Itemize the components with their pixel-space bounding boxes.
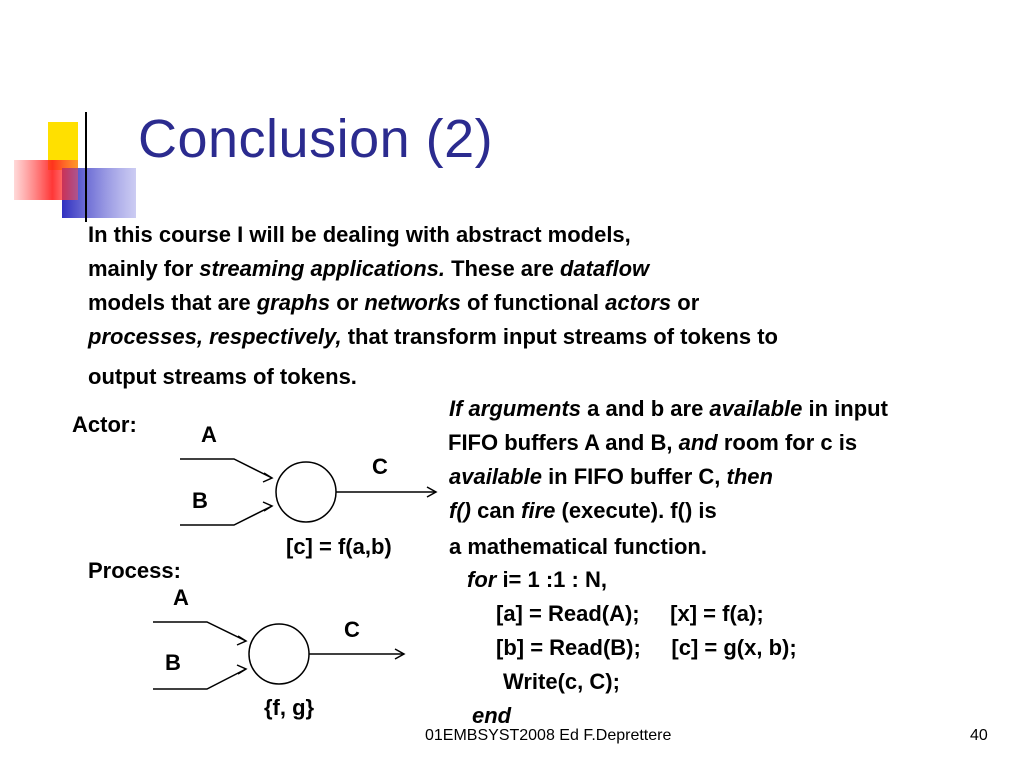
intro-line-1: In this course I will be dealing with ab… [88, 222, 631, 248]
rule-emphasis: available [449, 464, 542, 489]
actor-input-a-arrowhead [262, 472, 274, 483]
intro-text: mainly for [88, 256, 200, 281]
code-line-1: [a] = Read(A); [x] = f(a); [496, 601, 764, 626]
rule-text: a and b are [581, 396, 710, 421]
actor-input-b-label: B [192, 488, 208, 513]
intro-text: or [330, 290, 365, 315]
rule-text: in input [802, 396, 888, 421]
actor-input-b-arrowhead [262, 501, 274, 512]
rule-line-3: available in FIFO buffer C, then [449, 464, 773, 490]
actor-label: Actor: [72, 412, 137, 437]
rule-text: in FIFO buffer C, [541, 464, 727, 489]
process-label: Process: [88, 558, 181, 583]
intro-line-4: processes, respectively, that transform … [88, 324, 778, 350]
rule-emphasis: and [678, 430, 718, 455]
red-square [14, 160, 78, 200]
process-input-a-arrow [153, 621, 247, 642]
code-keyword: end [472, 703, 512, 728]
corner-logo-decoration [14, 112, 1000, 222]
rule-text: room for c is [717, 430, 858, 455]
intro-text: output streams of tokens. [88, 364, 357, 389]
process-input-a-label: A [173, 585, 189, 610]
rule-emphasis: f() [449, 498, 471, 523]
intro-text: models that are [88, 290, 257, 315]
rule-text: (execute). f() is [555, 498, 717, 523]
actor-input-a-label: A [201, 422, 217, 447]
actor-input-b-arrow [180, 505, 273, 526]
actor-function-label: [c] = f(a,b) [286, 534, 392, 559]
footer-text: 01EMBSYST2008 Ed F.Deprettere [425, 727, 672, 744]
rule-text: can [470, 498, 522, 523]
rule-line-2: FIFO buffers A and B, and room for c is [448, 430, 857, 456]
intro-line-5: output streams of tokens. [88, 364, 357, 390]
process-diagram [153, 621, 406, 690]
intro-emphasis: graphs [256, 290, 331, 315]
intro-emphasis: streaming applications. [199, 256, 445, 281]
rule-emphasis: If arguments [449, 396, 582, 421]
intro-text: of functional [460, 290, 606, 315]
code-line-2: [b] = Read(B); [c] = g(x, b); [496, 635, 797, 660]
rule-emphasis: then [726, 464, 773, 489]
rule-emphasis: fire [521, 498, 556, 523]
actor-output-c-label: C [372, 454, 388, 479]
process-functions-label: {f, g} [264, 695, 315, 720]
process-input-a-arrowhead [236, 635, 248, 646]
intro-emphasis: processes, respectively, [88, 324, 342, 349]
process-input-b-arrow [153, 668, 247, 690]
code-text: i= 1 :1 : N, [496, 567, 607, 592]
actor-diagram [180, 458, 438, 526]
intro-text: In this course I will be dealing with ab… [88, 222, 631, 247]
intro-text: that transform input streams of tokens t… [341, 324, 778, 349]
rule-emphasis: available [709, 396, 803, 421]
intro-text: These are [444, 256, 560, 281]
code-end-line: end [472, 703, 511, 729]
rule-line-1: If arguments a and b are available in in… [449, 396, 888, 422]
intro-line-3: models that are graphs or networks of fu… [88, 290, 699, 316]
slide-number: 40 [970, 727, 988, 744]
process-input-b-label: B [165, 650, 181, 675]
actor-input-a-arrow [180, 458, 273, 479]
actor-node [275, 461, 337, 523]
intro-emphasis: actors [605, 290, 672, 315]
process-node [248, 623, 310, 685]
actor-output-c-arrowhead [426, 486, 438, 498]
rule-text: FIFO buffers A and B, [448, 430, 679, 455]
rule-line-5: a mathematical function. [449, 534, 707, 559]
process-output-c-arrowhead [394, 648, 406, 660]
intro-line-2: mainly for streaming applications. These… [88, 256, 649, 282]
code-for-line: for i= 1 :1 : N, [467, 567, 607, 593]
intro-emphasis: networks [364, 290, 461, 315]
process-input-b-arrowhead [236, 664, 248, 675]
slide-title: Conclusion (2) [138, 109, 494, 169]
intro-emphasis: dataflow [559, 256, 650, 281]
code-keyword: for [467, 567, 497, 592]
rule-line-4: f() can fire (execute). f() is [449, 498, 717, 524]
code-line-3: Write(c, C); [503, 669, 620, 694]
intro-text: or [671, 290, 700, 315]
process-output-c-label: C [344, 617, 360, 642]
